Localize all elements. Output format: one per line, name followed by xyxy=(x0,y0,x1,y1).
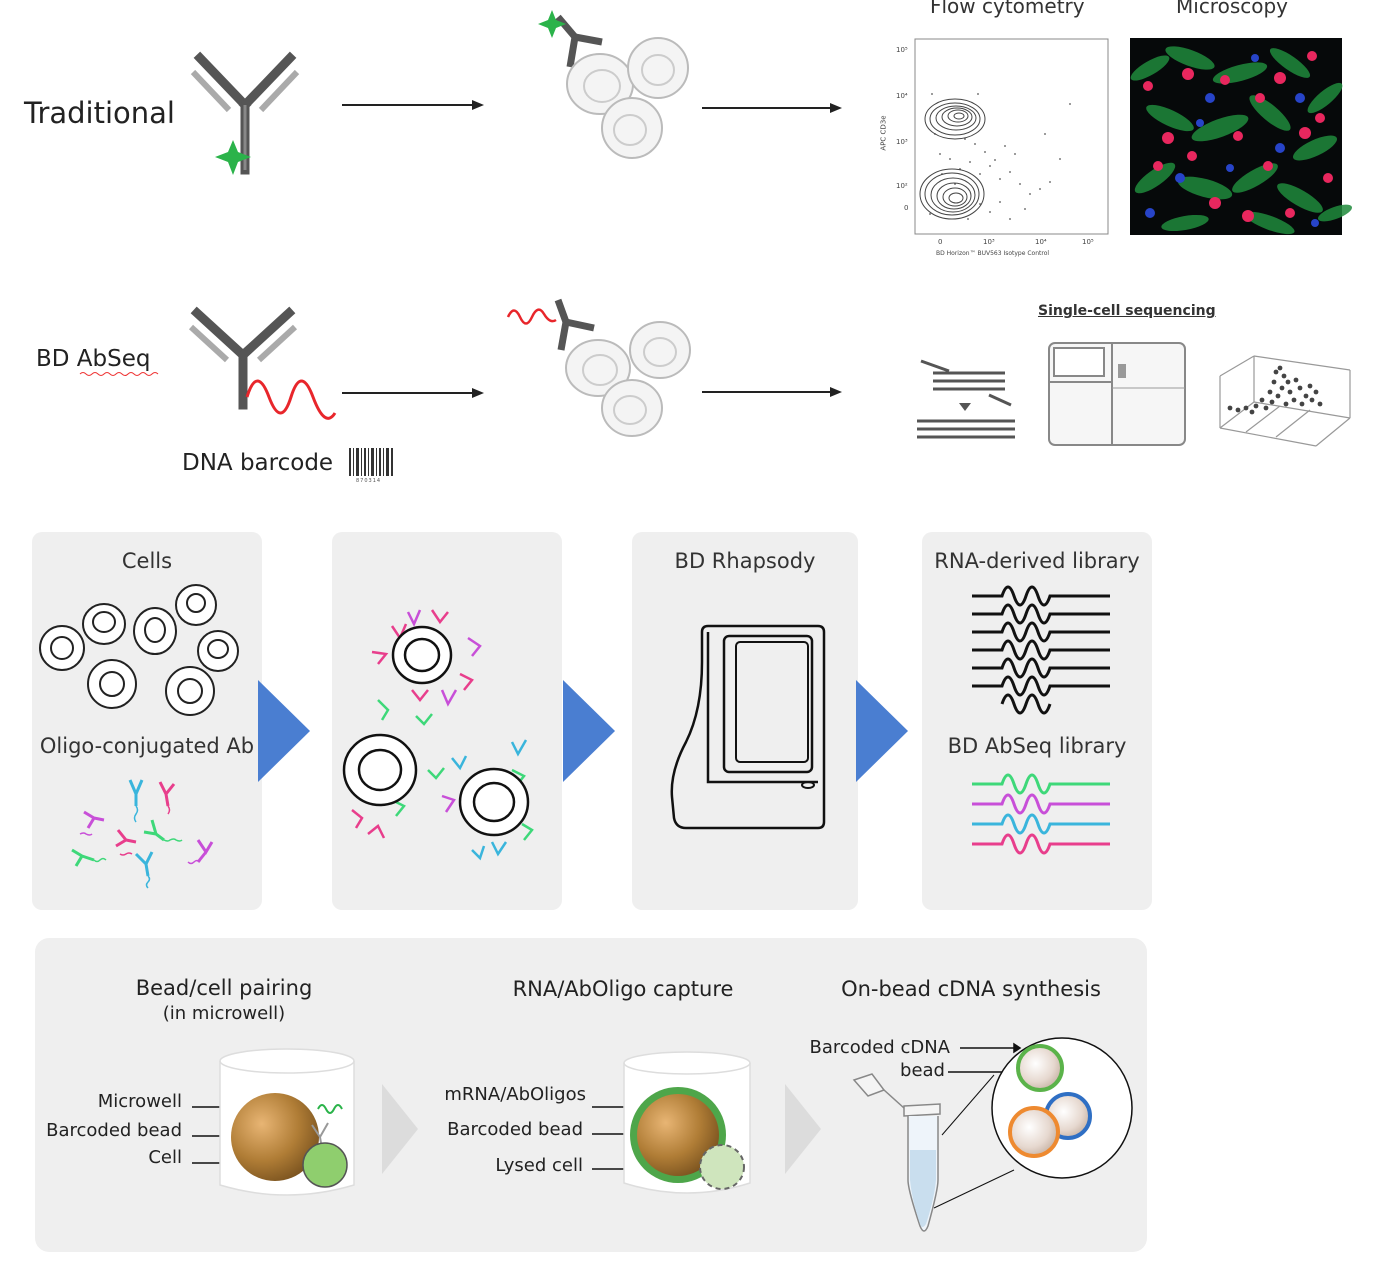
panel-rhapsody xyxy=(632,532,858,910)
panel-labeling xyxy=(332,532,562,910)
barcode-icon xyxy=(349,448,393,476)
sequencer-machine-icon xyxy=(1048,342,1186,446)
abseq-labeled-cells-icon xyxy=(506,298,691,437)
traditional-label: Traditional xyxy=(24,96,175,130)
rna-library-icon xyxy=(972,585,1110,715)
cells-label: Cells xyxy=(121,549,173,573)
plot-x-tick-3: 10⁴ xyxy=(1035,238,1047,246)
barcoded-bead-label-1: Barcoded bead xyxy=(46,1120,182,1141)
flow-cytometry-title: Flow cytometry xyxy=(930,0,1085,18)
gray-arrow-2 xyxy=(785,1084,821,1174)
plot-y-tick-3: 10³ xyxy=(896,138,908,146)
arrow-4 xyxy=(702,387,842,397)
flow-cytometry-plot: 10⁵ 10⁴ 10³ 10² 0 0 10³ 10⁴ 10⁵ BD Horiz… xyxy=(880,34,1112,264)
step2-title: RNA/AbOligo capture xyxy=(512,977,734,1001)
rna-library-label: RNA-derived library xyxy=(934,549,1140,573)
panel-cells xyxy=(32,532,262,910)
dna-strand-icon xyxy=(245,379,337,420)
plot-y-tick-2: 10⁴ xyxy=(896,92,908,100)
abseq-library-icon xyxy=(972,773,1110,855)
dna-barcode-label: DNA barcode xyxy=(182,450,334,476)
labeled-cells-detail-icon xyxy=(342,609,534,861)
abseq-library-label: BD AbSeq library xyxy=(947,734,1127,758)
plot-x-tick-1: 0 xyxy=(938,238,943,246)
microscopy-title: Microscopy xyxy=(1176,0,1289,18)
lysed-cell-label: Lysed cell xyxy=(495,1155,583,1176)
blue-arrow-3 xyxy=(856,680,908,782)
oligo-conjugated-ab-label: Oligo-conjugated Ab xyxy=(39,734,255,758)
plot-y-tick-5: 0 xyxy=(904,204,909,212)
plot-y-tick-1: 10⁵ xyxy=(896,46,908,54)
microwell-label: Microwell xyxy=(97,1091,182,1112)
cdna-synthesis-icon xyxy=(852,1037,1133,1232)
green-star-icon xyxy=(215,140,251,175)
labeled-cells-icon xyxy=(538,10,689,159)
mrna-abseq-label: mRNA/AbOligos xyxy=(444,1084,586,1105)
bd-rhapsody-label: BD Rhapsody xyxy=(674,549,816,573)
barcoded-bead-label-2: Barcoded bead xyxy=(447,1119,583,1140)
abseq-underline xyxy=(79,372,159,376)
barcoded-cdna-label: Barcoded cDNA xyxy=(809,1037,950,1058)
microscopy-image xyxy=(1130,38,1353,235)
traditional-antibody-icon xyxy=(190,51,300,175)
plot-x-tick-4: 10⁵ xyxy=(1082,238,1094,246)
step1-title: Bead/cell pairing xyxy=(135,976,313,1000)
step3-title: On-bead cDNA synthesis xyxy=(841,977,1101,1001)
plot-y-tick-4: 10² xyxy=(896,182,908,190)
abseq-antibody-icon xyxy=(188,306,337,420)
green-star-icon xyxy=(538,10,566,38)
arrow-3 xyxy=(342,388,484,398)
rhapsody-instrument-icon xyxy=(670,624,826,830)
single-cell-sequencing-title: Single-cell sequencing xyxy=(1038,303,1216,319)
bead-cell-pairing-icon xyxy=(192,1048,355,1196)
arrow-2 xyxy=(702,103,842,113)
plot-x-tick-2: 10³ xyxy=(983,238,995,246)
abseq-label: BD AbSeq xyxy=(36,346,151,372)
arrow-1 xyxy=(342,100,484,110)
oligo-antibodies-icon xyxy=(71,779,214,889)
plot-x-axis-label: BD Horizon™ BUV563 Isotype Control xyxy=(936,250,1050,257)
sequencing-reads-icon xyxy=(917,359,1015,439)
scatter-3d-icon xyxy=(1219,355,1351,447)
cells-icon xyxy=(39,584,239,716)
barcode-number: 870314 xyxy=(356,478,382,484)
bead-label: bead xyxy=(900,1060,945,1081)
blue-arrow-1 xyxy=(258,680,310,782)
gray-arrow-1 xyxy=(382,1084,418,1174)
plot-y-axis-label: APC CD3e xyxy=(879,115,888,151)
rna-capture-icon xyxy=(592,1051,751,1194)
cell-label: Cell xyxy=(148,1147,182,1168)
step1-subtitle: (in microwell) xyxy=(162,1003,286,1024)
blue-arrow-2 xyxy=(563,680,615,782)
